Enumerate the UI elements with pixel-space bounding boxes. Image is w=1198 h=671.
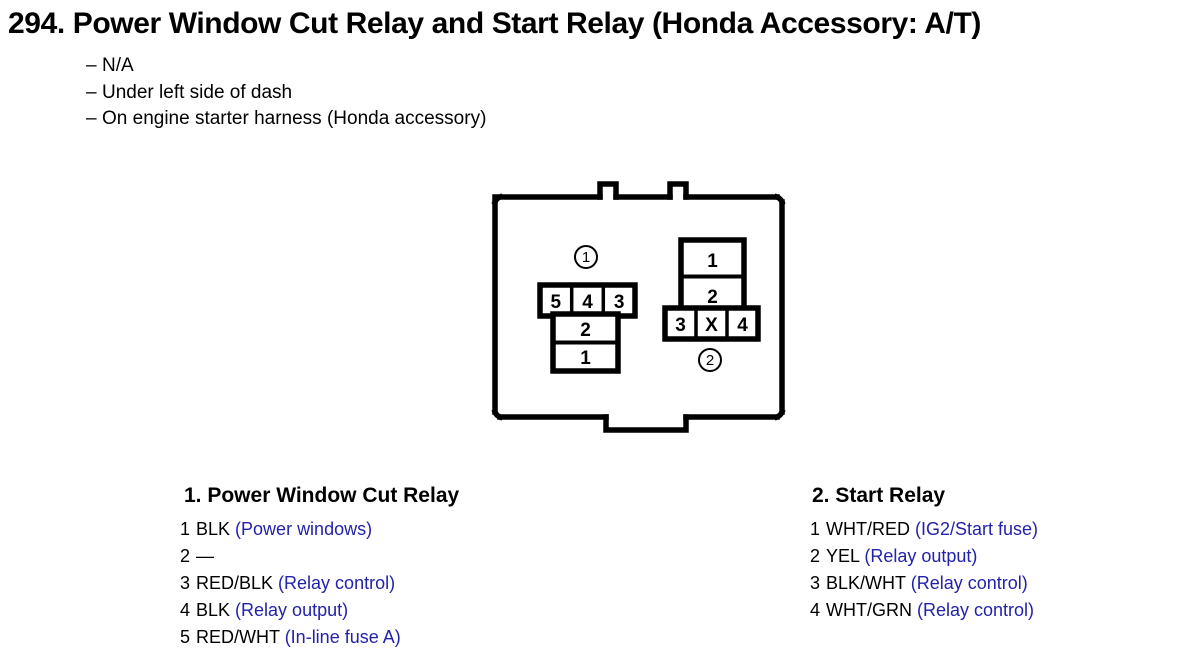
right-pin-cell-2: 2 [707,287,718,308]
legend-pin-number: 5 [180,627,191,647]
legend-title: 2. Start Relay [812,484,946,507]
location-notes-list: –N/A –Under left side of dash –On engine… [86,53,786,133]
location-note-text: N/A [102,55,134,76]
legend-pin-description: (Relay control) [917,600,1035,620]
legend-pin-description: (Relay control) [910,573,1028,593]
legend-pin-number: 2 [180,546,191,566]
legend-pin-description: (IG2/Start fuse) [915,519,1039,539]
left-pin-cell-2: 2 [580,320,591,341]
legend-pin-wire: WHT/GRN [826,600,912,620]
connector-marker-2-label: 2 [706,352,714,369]
location-note: –Under left side of dash [86,80,786,107]
location-note: –On engine starter harness (Honda access… [86,106,786,133]
right-pin-cell-1: 1 [707,251,718,272]
location-note-text: Under left side of dash [102,81,293,103]
legend-pin-wire: — [196,546,214,566]
relay-housing-detail [491,181,786,433]
legend-pin-wire: BLK [196,519,231,539]
page-title: 294. Power Window Cut Relay and Start Re… [8,7,982,40]
legend-pin-wire: BLK [196,600,231,620]
legend-pin-row: 2— [180,543,620,570]
legend-pin-number: 3 [180,573,191,593]
legend-pin-description: (Power windows) [235,519,373,539]
bullet-dash-icon: – [86,81,97,103]
legend-pin-description: (Relay output) [235,600,349,620]
legend-pin-number: 4 [180,600,191,620]
legend-pin-wire: RED/BLK [196,573,274,593]
left-connector-lower-block: 2 1 [550,311,621,374]
legend-pin-description: (Relay control) [278,573,396,593]
left-pin-cell-4: 4 [582,292,593,313]
legend-pin-wire: WHT/RED [826,519,910,539]
legend-pin-number: 1 [810,519,821,539]
right-connector-upper-block: 1 2 [678,237,747,316]
connector-marker-1: 1 [574,245,598,269]
legend-pin-wire: RED/WHT [196,627,280,647]
legend-pin-number: 1 [180,519,191,539]
location-note-text: On engine starter harness (Honda accesso… [102,108,487,129]
left-pin-cell-3: 3 [614,292,625,313]
legend-pin-description: (Relay output) [864,546,978,566]
right-pin-cell-x: X [705,315,718,336]
legend-title: 1. Power Window Cut Relay [184,484,460,507]
legend-pin-number: 2 [810,546,821,566]
legend-pin-number: 3 [810,573,821,593]
legend-pin-description: (In-line fuse A) [284,627,401,647]
location-note: –N/A [86,53,786,80]
right-pin-cell-4: 4 [737,315,748,336]
bullet-dash-icon: – [86,55,97,76]
connector-marker-1-label: 1 [582,249,590,266]
left-pin-cell-1: 1 [580,348,591,369]
right-pin-cell-3: 3 [675,315,686,336]
left-pin-cell-5: 5 [551,292,562,313]
legend-pin-number: 4 [810,600,821,620]
bullet-dash-icon: – [86,108,97,129]
relay-connector-diagram: 1 5 4 3 2 1 1 2 [470,168,818,440]
left-connector-top-row: 5 4 3 [537,282,638,319]
connector-marker-2: 2 [698,348,722,372]
legend-pin-wire: YEL [826,546,860,566]
right-connector-bottom-row: 3 X 4 [662,305,761,342]
legend-pin-wire: BLK/WHT [826,573,906,593]
